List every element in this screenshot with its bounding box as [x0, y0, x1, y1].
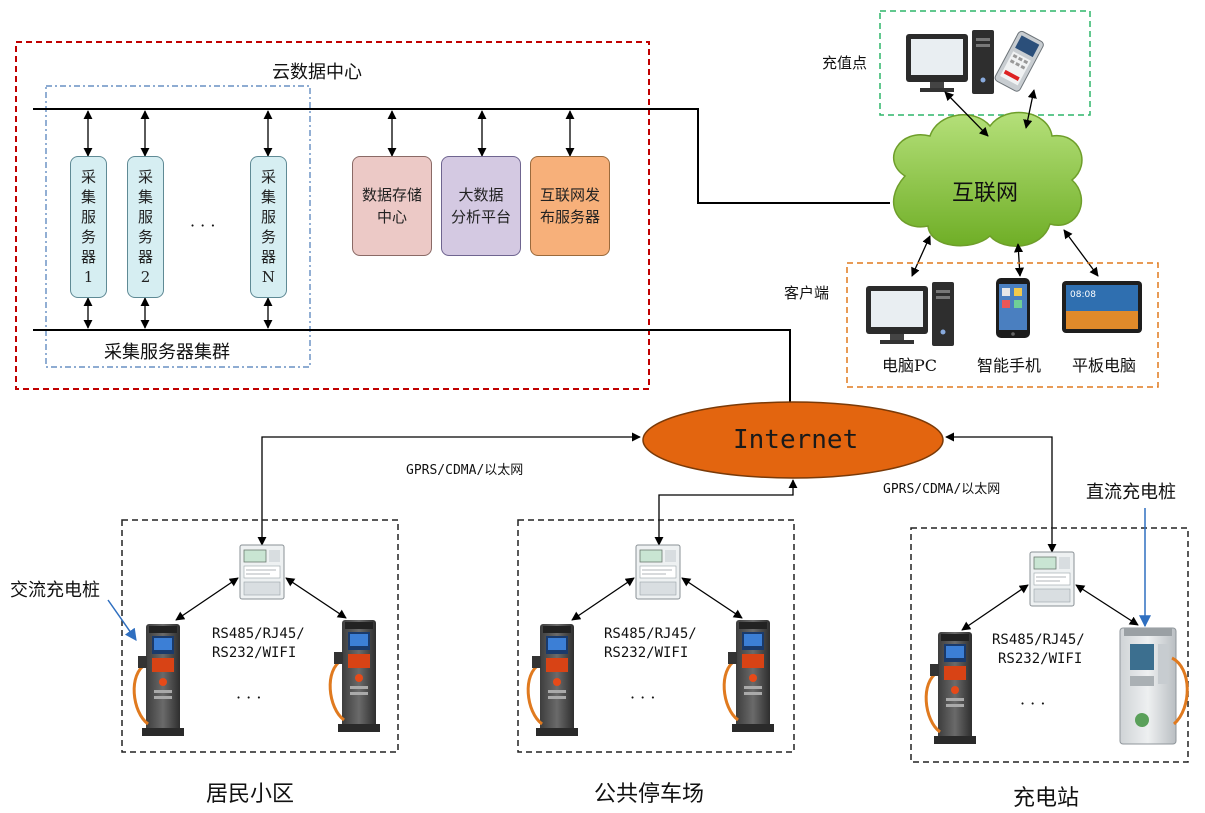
site-station-protocol-1: RS485/RJ45/: [992, 632, 1085, 648]
site-parking-ellipsis: · · ·: [630, 688, 656, 707]
internet-label: Internet: [733, 425, 859, 455]
server-cluster-label: 采集服务器集群: [104, 342, 230, 363]
cloud-bottom-bus: [33, 329, 791, 403]
ac-pile-icon-parking-right: [722, 618, 776, 734]
collection-server-n: 采 集 服 务 器 N: [250, 156, 287, 298]
ac-pile-icon-parking-left: [526, 622, 580, 738]
client-device-pc: 电脑PC: [882, 356, 938, 375]
recharge-point-boundary: [879, 10, 1091, 116]
server-cluster-boundary: [45, 85, 311, 368]
big-data-analysis-platform: 大数据 分析平台: [441, 156, 521, 256]
cloud-connectors: [911, 89, 1099, 277]
dc-pile-icon: [1119, 627, 1189, 745]
ac-pile-callout: 交流充电桩: [10, 580, 100, 601]
recharge-pc-icon: [906, 30, 994, 94]
tablet-icon: 08:08: [1062, 281, 1142, 333]
ac-pile-icon-residential-right: [328, 618, 382, 734]
site-parking-boundary: [517, 519, 795, 753]
meter-icon-station: [1029, 551, 1075, 607]
meter-icon-parking: [635, 544, 681, 600]
recharge-point-label: 充值点: [822, 54, 868, 72]
site-residential-name: 居民小区: [206, 782, 295, 807]
collection-server-1: 采 集 服 务 器 1: [70, 156, 107, 298]
data-storage-center: 数据存储 中心: [352, 156, 432, 256]
dc-pile-callout: 直流充电桩: [1086, 482, 1176, 503]
site-station-boundary: [910, 527, 1189, 763]
site-parking-protocol-2: RS232/WIFI: [604, 645, 689, 661]
internet-cloud-label: 互联网: [952, 181, 1019, 206]
site-residential-protocol-1: RS485/RJ45/: [212, 626, 305, 642]
site-residential-protocol-2: RS232/WIFI: [212, 645, 297, 661]
site-station-ellipsis: · · ·: [1020, 694, 1046, 713]
servers-ellipsis: · · ·: [190, 216, 216, 235]
internet-publish-server: 互联网发 布服务器: [530, 156, 610, 256]
link-label-right: GPRS/CDMA/以太网: [883, 482, 1001, 497]
cloud-top-bus: [33, 108, 890, 204]
ac-pile-icon-residential-left: [132, 622, 186, 738]
meter-icon-residential: [239, 544, 285, 600]
smartphone-icon: [996, 278, 1030, 338]
link-label-left: GPRS/CDMA/以太网: [406, 463, 524, 478]
cloud-datacenter-title: 云数据中心: [272, 62, 362, 83]
client-label: 客户端: [784, 284, 830, 302]
site-residential-boundary: [121, 519, 399, 753]
client-pc-icon: [866, 282, 954, 346]
site-station-protocol-2: RS232/WIFI: [998, 651, 1083, 667]
ac-pile-callout-arrow: [107, 599, 137, 641]
server-connectors: [83, 110, 575, 329]
internet-ellipse: [642, 401, 944, 479]
client-device-smartphone: 智能手机: [977, 356, 1042, 375]
site-parking-name: 公共停车场: [594, 782, 705, 807]
svg-text:08:08: 08:08: [1070, 290, 1096, 300]
ac-pile-icon-station: [924, 630, 978, 746]
site-parking-protocol-1: RS485/RJ45/: [604, 626, 697, 642]
client-boundary: [846, 262, 1159, 388]
collection-server-2: 采 集 服 务 器 2: [127, 156, 164, 298]
client-device-tablet: 平板电脑: [1072, 356, 1137, 375]
pos-terminal-icon: [994, 30, 1044, 92]
site-station-name: 充电站: [1013, 786, 1080, 811]
meter-pile-links: [175, 577, 1139, 631]
site-residential-ellipsis: · · ·: [236, 688, 262, 707]
